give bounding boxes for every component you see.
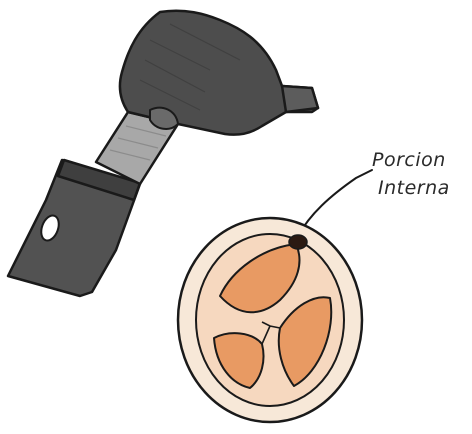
otoscope-handle: [8, 160, 140, 296]
dark-spot: [289, 235, 307, 249]
cross-section-disc: [178, 218, 362, 422]
otoscope-head: [120, 11, 318, 135]
annotation-label-line1: Porcion: [372, 149, 446, 171]
annotation-leader-line: [298, 170, 372, 236]
annotation-label-line2: Interna: [378, 177, 450, 199]
speculum-tip: [282, 86, 318, 112]
